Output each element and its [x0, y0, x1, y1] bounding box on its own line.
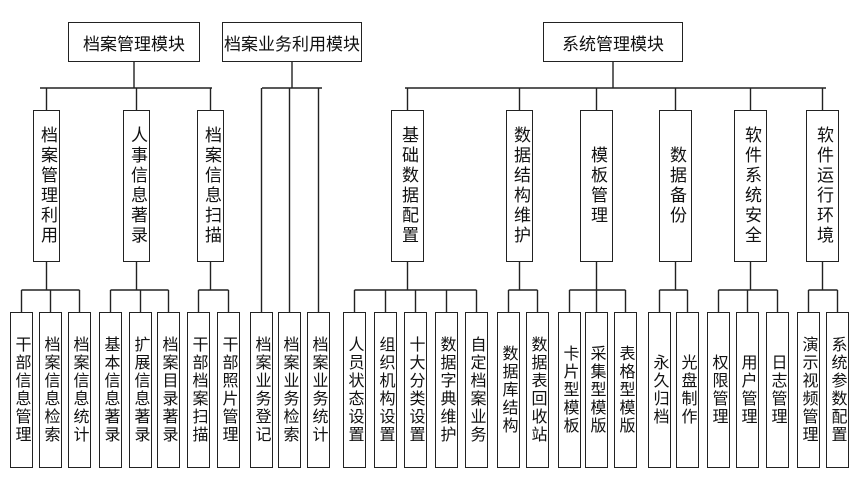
leaf-node-label: 人员状态设置 [345, 336, 365, 444]
group-node: 数据结构维护 [506, 110, 533, 262]
leaf-node-label: 干部信息管理 [12, 336, 32, 444]
group-node: 数据备份 [659, 110, 692, 262]
leaf-node: 干部照片管理 [217, 312, 240, 468]
leaf-node-label: 档案信息统计 [70, 336, 90, 444]
leaf-node-label: 采集型模版 [587, 345, 607, 435]
leaf-node: 用户管理 [736, 312, 759, 468]
leaf-node: 基本信息著录 [99, 312, 122, 468]
module-box: 档案业务利用模块 [222, 22, 362, 62]
leaf-node: 干部信息管理 [10, 312, 33, 468]
leaf-node-label: 档案业务登记 [252, 336, 272, 444]
leaf-node: 干部档案扫描 [187, 312, 210, 468]
leaf-node: 档案业务统计 [307, 312, 330, 468]
leaf-node: 采集型模版 [585, 312, 608, 468]
leaf-node-label: 干部档案扫描 [189, 336, 209, 444]
leaf-node: 人员状态设置 [343, 312, 366, 468]
group-node-label: 档案管理利用 [37, 126, 57, 246]
leaf-node-label: 干部照片管理 [219, 336, 239, 444]
leaf-node: 档案业务登记 [250, 312, 273, 468]
module-box-label: 系统管理模块 [562, 34, 664, 55]
leaf-node-label: 组织机构设置 [376, 336, 396, 444]
group-node-label: 软件运行环境 [813, 126, 833, 246]
leaf-node-label: 扩展信息著录 [131, 336, 151, 444]
leaf-node-label: 数据库结构 [499, 345, 519, 435]
leaf-node: 档案信息统计 [68, 312, 91, 468]
leaf-node-label: 表格型模版 [616, 345, 636, 435]
leaf-node-label: 数据字典维护 [437, 336, 457, 444]
leaf-node-label: 自定档案业务 [467, 336, 487, 444]
leaf-node: 档案目录著录 [157, 312, 180, 468]
module-box: 档案管理模块 [68, 22, 200, 62]
leaf-node-label: 光盘制作 [678, 354, 698, 426]
group-node: 模板管理 [580, 110, 613, 262]
leaf-node-label: 演示视频管理 [799, 336, 819, 444]
leaf-node: 卡片型模板 [558, 312, 581, 468]
leaf-node-label: 十大分类设置 [406, 336, 426, 444]
group-node: 人事信息著录 [123, 110, 150, 262]
group-node-label: 数据结构维护 [510, 126, 530, 246]
group-node-label: 基础数据配置 [398, 126, 418, 246]
group-node: 档案管理利用 [33, 110, 60, 262]
leaf-node-label: 基本信息著录 [101, 336, 121, 444]
leaf-node: 数据表回收站 [526, 312, 549, 468]
leaf-node-label: 卡片型模板 [560, 345, 580, 435]
leaf-node: 数据库结构 [497, 312, 520, 468]
group-node: 软件运行环境 [806, 110, 839, 262]
leaf-node: 表格型模版 [614, 312, 637, 468]
leaf-node: 数据字典维护 [435, 312, 458, 468]
group-node-label: 软件系统安全 [741, 126, 761, 246]
leaf-node-label: 数据表回收站 [528, 336, 548, 444]
leaf-node: 组织机构设置 [374, 312, 397, 468]
group-node: 档案信息扫描 [197, 110, 224, 262]
group-node: 基础数据配置 [391, 110, 424, 262]
leaf-node-label: 权限管理 [709, 354, 729, 426]
leaf-node-label: 日志管理 [768, 354, 788, 426]
leaf-node-label: 档案业务统计 [309, 336, 329, 444]
leaf-node-label: 永久归档 [650, 354, 670, 426]
leaf-node: 永久归档 [648, 312, 671, 468]
module-box-label: 档案管理模块 [83, 34, 185, 55]
leaf-node-label: 档案信息检索 [41, 336, 61, 444]
group-node: 软件系统安全 [734, 110, 767, 262]
leaf-node-label: 系统参数配置 [828, 336, 848, 444]
group-node-label: 模板管理 [587, 146, 607, 226]
leaf-node: 档案业务检索 [278, 312, 301, 468]
leaf-node: 自定档案业务 [465, 312, 488, 468]
leaf-node: 光盘制作 [676, 312, 699, 468]
leaf-node-label: 用户管理 [738, 354, 758, 426]
leaf-node-label: 档案业务检索 [280, 336, 300, 444]
leaf-node-label: 档案目录著录 [159, 336, 179, 444]
group-node-label: 档案信息扫描 [201, 126, 221, 246]
leaf-node: 档案信息检索 [39, 312, 62, 468]
module-box-label: 档案业务利用模块 [224, 34, 360, 55]
leaf-node: 扩展信息著录 [129, 312, 152, 468]
module-box: 系统管理模块 [543, 22, 683, 62]
leaf-node: 系统参数配置 [826, 312, 849, 468]
leaf-node: 演示视频管理 [797, 312, 820, 468]
group-node-label: 人事信息著录 [127, 126, 147, 246]
leaf-node: 十大分类设置 [404, 312, 427, 468]
leaf-node: 日志管理 [766, 312, 789, 468]
leaf-node: 权限管理 [707, 312, 730, 468]
group-node-label: 数据备份 [666, 146, 686, 226]
